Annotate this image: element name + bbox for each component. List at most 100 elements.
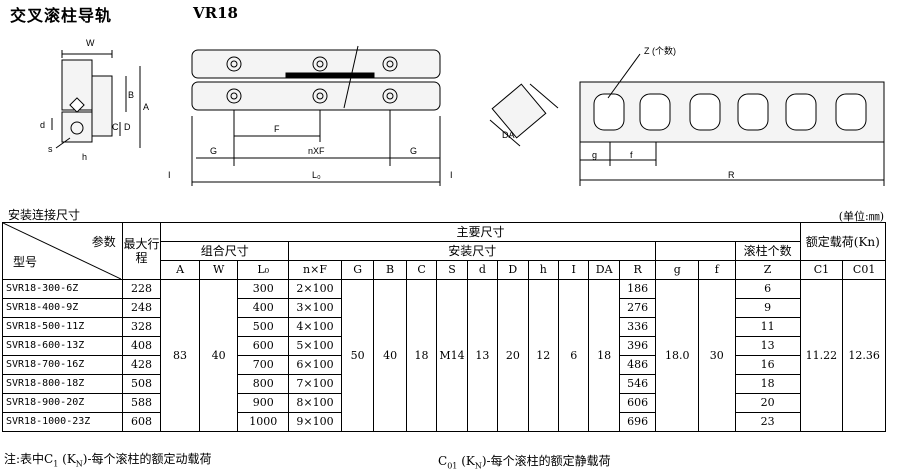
label-W: W: [86, 38, 95, 48]
main-dims-header: 主要尺寸: [160, 222, 801, 242]
cell-C01: 12.36: [842, 279, 886, 432]
model-cell: SVR18-300-6Z: [2, 279, 123, 299]
type-label: 型号: [13, 255, 38, 269]
col-A: A: [160, 260, 200, 280]
label-B: B: [128, 90, 134, 100]
section-label: 安装连接尺寸: [8, 208, 81, 222]
col-L0: L₀: [237, 260, 290, 280]
cell-C1: 11.22: [799, 279, 844, 432]
cell-R: 186: [618, 279, 657, 299]
param-label: 参数: [91, 235, 116, 249]
col-d: d: [466, 260, 499, 280]
cell-R: 396: [618, 336, 657, 356]
cell-Z: 18: [734, 374, 801, 394]
cell-R: 486: [618, 355, 657, 375]
cell-nF: 9×100: [288, 412, 342, 432]
label-R: R: [728, 170, 735, 180]
svg-text:I: I: [450, 170, 453, 180]
col-W: W: [198, 260, 239, 280]
cross-section-drawing: [51, 50, 141, 149]
cell-R: 546: [618, 374, 657, 394]
assembly-header: 组合尺寸: [160, 241, 290, 261]
cell-R: 696: [618, 412, 657, 432]
col-D: D: [497, 260, 529, 280]
cell-Z: 13: [734, 336, 801, 356]
cell-I: 6: [557, 279, 590, 432]
cell-L0: 500: [237, 317, 290, 337]
model-cell: SVR18-700-16Z: [2, 355, 123, 375]
cell-Z: 20: [734, 393, 801, 413]
model-cell: SVR18-500-11Z: [2, 317, 123, 337]
cell-Z: 16: [734, 355, 801, 375]
label-h: h: [82, 152, 87, 162]
cell-nF: 3×100: [288, 298, 342, 318]
cell-Z: 11: [734, 317, 801, 337]
label-s: s: [48, 144, 53, 154]
col-C1: C1: [799, 260, 844, 280]
cell-W: 40: [198, 279, 239, 432]
spec-table: 型号 参数 最大行程 主要尺寸 额定载荷(Kn) 组合尺寸 安装尺寸 滚柱个数 …: [2, 222, 887, 432]
label-DA: DA: [502, 130, 515, 140]
cell-nF: 4×100: [288, 317, 342, 337]
col-C01: C01: [842, 260, 886, 280]
col-nF: n×F: [288, 260, 342, 280]
label-f: f: [630, 150, 633, 160]
label-A: A: [143, 102, 149, 112]
cell-Z: 23: [734, 412, 801, 432]
cell-nF: 8×100: [288, 393, 342, 413]
cell-f: 30: [698, 279, 736, 432]
cell-nF: 6×100: [288, 355, 342, 375]
model-code: VR18: [193, 4, 238, 22]
model-cell: SVR18-1000-23Z: [2, 412, 123, 432]
cell-DA: 18: [588, 279, 620, 432]
model-cell: SVR18-800-18Z: [2, 374, 123, 394]
cell-L0: 1000: [237, 412, 290, 432]
stroke-cell: 588: [121, 393, 162, 413]
stroke-cell: 328: [121, 317, 162, 337]
cell-nF: 2×100: [288, 279, 342, 299]
label-C: C: [112, 122, 119, 132]
cell-A: 83: [160, 279, 200, 432]
svg-text:I: I: [168, 170, 171, 180]
label-D: D: [124, 122, 131, 132]
cell-L0: 300: [237, 279, 290, 299]
page-title: 交叉滚柱导轨: [10, 6, 113, 25]
note-dynamic-load: 注:表中C1 (KN)-每个滚柱的额定动载荷: [4, 452, 212, 469]
cell-D: 20: [497, 279, 529, 432]
roller-count-header: 滚柱个数: [734, 241, 801, 261]
label-F: F: [274, 124, 280, 134]
cell-R: 336: [618, 317, 657, 337]
cell-Z: 6: [734, 279, 801, 299]
col-G: G: [340, 260, 375, 280]
cell-R: 606: [618, 393, 657, 413]
col-S: S: [436, 260, 468, 280]
rail-side-drawing: [191, 45, 441, 186]
label-L0: L₀: [312, 170, 321, 180]
label-G-left: G: [210, 146, 217, 156]
install-header: 安装尺寸: [288, 241, 657, 261]
cell-L0: 400: [237, 298, 290, 318]
stroke-cell: 248: [121, 298, 162, 318]
col-C: C: [405, 260, 438, 280]
cell-Z: 9: [734, 298, 801, 318]
stroke-cell: 428: [121, 355, 162, 375]
cell-L0: 600: [237, 336, 290, 356]
cell-G: 50: [340, 279, 375, 432]
cell-C: 18: [405, 279, 438, 432]
unit-label: (单位:㎜): [838, 210, 884, 223]
roller-cage-drawing: [579, 53, 885, 186]
label-Z: Z (个数): [644, 45, 676, 56]
label-nxF: nXF: [308, 146, 325, 156]
label-G-right: G: [410, 146, 417, 156]
col-g: g: [655, 260, 700, 280]
col-B: B: [373, 260, 407, 280]
cell-L0: 900: [237, 393, 290, 413]
cell-L0: 700: [237, 355, 290, 375]
